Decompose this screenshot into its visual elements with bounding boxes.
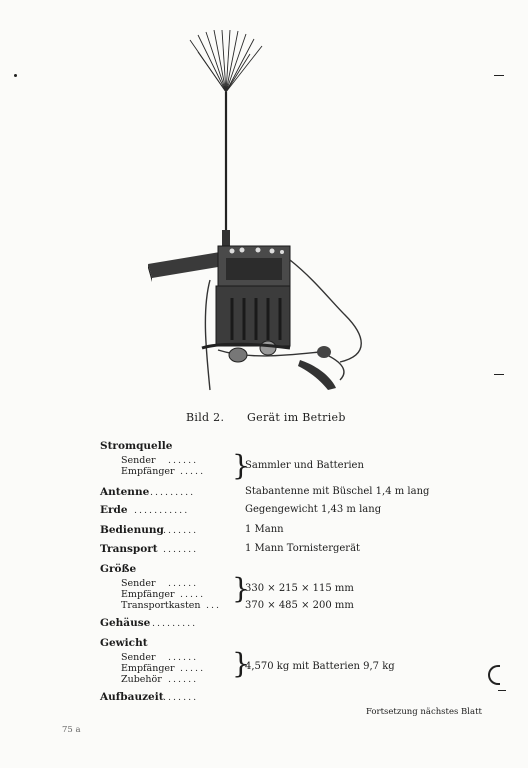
value-groesse-geraet: 330 × 215 × 115 mm bbox=[245, 583, 354, 594]
leader-dots: ...... bbox=[168, 652, 199, 663]
sub-empfaenger: Empfänger bbox=[121, 663, 175, 674]
label-erde: Erde bbox=[100, 504, 128, 516]
label-aufbauzeit: Aufbauzeit bbox=[100, 691, 164, 703]
value-stromquelle: Sammler und Batterien bbox=[245, 460, 364, 471]
punch-hole-mark bbox=[488, 665, 500, 685]
label-antenne: Antenne bbox=[100, 486, 150, 498]
scan-speck bbox=[14, 74, 17, 77]
leader-dots: ..... bbox=[180, 466, 206, 477]
label-bedienung: Bedienung bbox=[100, 524, 164, 536]
leader-dots: ...... bbox=[168, 578, 199, 589]
leader-dots: ......... bbox=[150, 487, 196, 498]
figure-text: Gerät im Betrieb bbox=[247, 411, 346, 424]
continued-note: Fortsetzung nächstes Blatt bbox=[366, 707, 482, 717]
leader-dots: ..... bbox=[180, 663, 206, 674]
figure-caption: Bild 2. Gerät im Betrieb bbox=[186, 411, 346, 424]
brace: } bbox=[232, 572, 250, 605]
value-bedienung: 1 Mann bbox=[245, 524, 284, 535]
sub-sender: Sender bbox=[121, 455, 156, 466]
label-gehaeuse: Gehäuse bbox=[100, 617, 151, 629]
leader-dots: ....... bbox=[163, 544, 199, 555]
sub-sender: Sender bbox=[121, 652, 156, 663]
leader-dots: ......... bbox=[152, 618, 198, 629]
leader-dots: ... bbox=[206, 600, 222, 611]
brace: } bbox=[232, 647, 250, 680]
sub-sender: Sender bbox=[121, 578, 156, 589]
leader-dots: ...... bbox=[168, 674, 199, 685]
leader-dots: ..... bbox=[180, 589, 206, 600]
sub-empfaenger: Empfänger bbox=[121, 466, 175, 477]
sub-empfaenger: Empfänger bbox=[121, 589, 175, 600]
figure-label: Bild 2. bbox=[186, 411, 225, 424]
label-stromquelle: Stromquelle bbox=[100, 440, 173, 452]
label-gewicht: Gewicht bbox=[100, 637, 148, 649]
label-transport: Transport bbox=[100, 543, 158, 555]
scan-mark bbox=[494, 75, 504, 76]
value-transport: 1 Mann Tornistergerät bbox=[245, 543, 361, 554]
leader-dots: ....... bbox=[163, 692, 199, 703]
scan-mark bbox=[494, 374, 504, 375]
leader-dots: ...... bbox=[168, 455, 199, 466]
page-number: 75 a bbox=[62, 725, 81, 735]
leader-dots: ........... bbox=[134, 505, 190, 516]
sub-zubehoer: Zubehör bbox=[121, 674, 162, 685]
sub-transportkasten: Transportkasten bbox=[121, 600, 201, 611]
brace: } bbox=[232, 449, 250, 482]
leader-dots: ....... bbox=[163, 525, 199, 536]
value-groesse-kasten: 370 × 485 × 200 mm bbox=[245, 600, 354, 611]
value-gewicht: 4,570 kg mit Batterien 9,7 kg bbox=[245, 661, 395, 672]
value-antenne: Stabantenne mit Büschel 1,4 m lang bbox=[245, 486, 430, 497]
value-erde: Gegengewicht 1,43 m lang bbox=[245, 504, 382, 515]
radio-set-photo bbox=[148, 30, 362, 391]
scan-mark bbox=[498, 690, 506, 691]
label-groesse: Größe bbox=[100, 563, 137, 575]
